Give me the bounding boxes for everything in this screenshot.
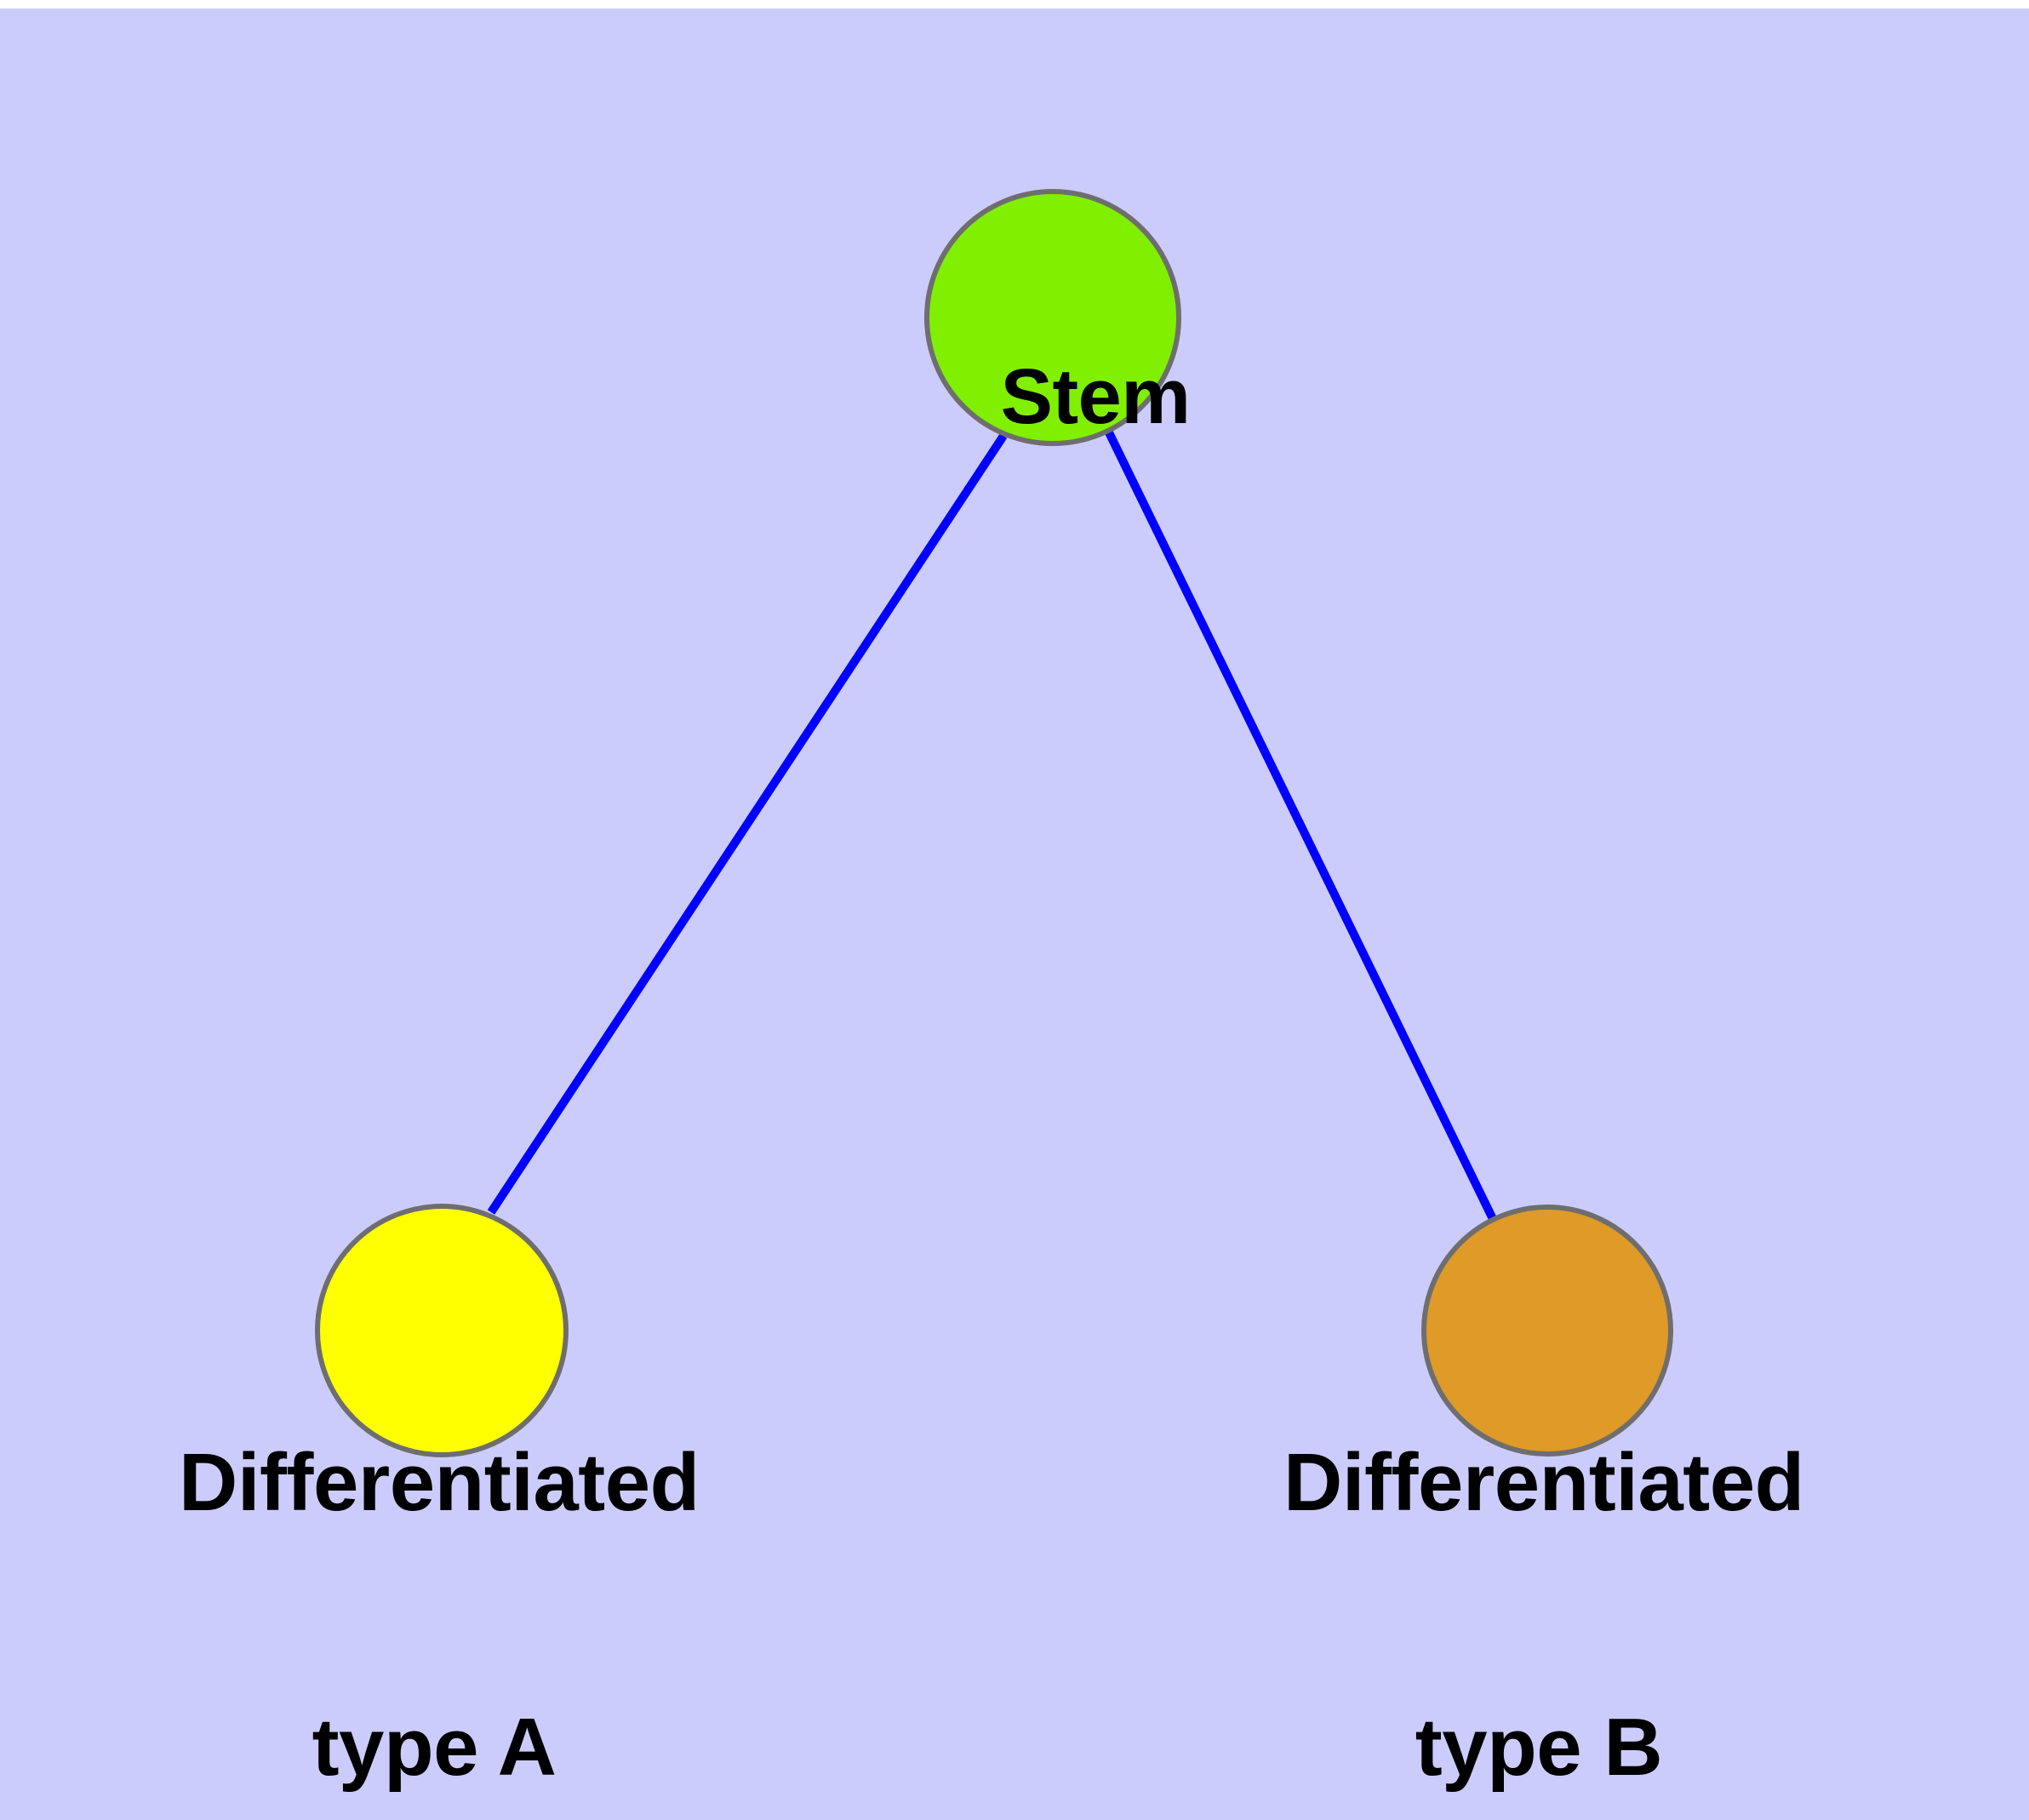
node-differentiated-type-b[interactable] [1421,1205,1673,1457]
node-stem[interactable] [924,189,1181,446]
node-differentiated-type-a[interactable] [315,1204,569,1457]
edge-stem-to-differentiated-type-b [1101,423,1500,1228]
node-group [315,189,1673,1457]
edge-group [487,423,1500,1228]
edge-stem-to-differentiated-type-a [487,433,1008,1215]
